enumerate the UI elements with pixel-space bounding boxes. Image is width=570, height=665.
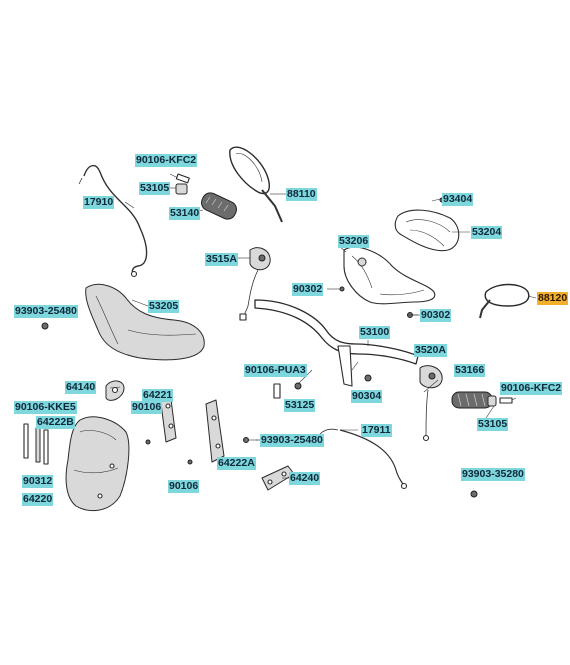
callout-90106-mid[interactable]: 90106 (131, 401, 163, 414)
part-53206-cover[interactable] (327, 244, 436, 318)
callout-88110[interactable]: 88110 (286, 188, 317, 201)
callout-64222a[interactable]: 64222A (217, 457, 256, 470)
callout-93903-25480-mid[interactable]: 93903-25480 (260, 434, 324, 447)
callout-93903-35280[interactable]: 93903-35280 (461, 468, 525, 481)
part-3520a-throttle[interactable] (419, 365, 443, 442)
callout-53140[interactable]: 53140 (169, 207, 201, 220)
callout-53166[interactable]: 53166 (454, 364, 486, 377)
callout-53206[interactable]: 53206 (338, 235, 370, 248)
part-53205-cover[interactable] (41, 283, 205, 361)
callout-53105-right[interactable]: 53105 (477, 418, 509, 431)
part-3515a-switch[interactable] (238, 247, 271, 321)
callout-64240[interactable]: 64240 (289, 472, 321, 485)
leader-lines (109, 193, 517, 479)
callout-90106-bottom[interactable]: 90106 (168, 480, 200, 493)
callout-53204[interactable]: 53204 (471, 226, 503, 239)
callout-64220[interactable]: 64220 (22, 493, 54, 506)
callout-93903-25480-left[interactable]: 93903-25480 (14, 305, 78, 318)
part-17910-cable[interactable] (78, 165, 148, 278)
callout-90312[interactable]: 90312 (22, 475, 54, 488)
callout-53125[interactable]: 53125 (284, 399, 316, 412)
callout-90106-pua3[interactable]: 90106-PUA3 (244, 364, 307, 377)
callout-90106-kfc2-right[interactable]: 90106-KFC2 (500, 382, 563, 395)
callout-53100[interactable]: 53100 (359, 326, 391, 339)
callout-17911[interactable]: 17911 (361, 424, 392, 437)
part-53166-grip[interactable] (451, 391, 513, 409)
part-53100-handlebar[interactable] (254, 299, 419, 387)
callout-64140[interactable]: 64140 (65, 381, 97, 394)
callout-90304[interactable]: 90304 (351, 390, 383, 403)
part-bolt-53125[interactable] (273, 382, 302, 399)
callout-17910[interactable]: 17910 (83, 196, 115, 209)
part-53204-cover[interactable] (394, 197, 470, 252)
callout-88120[interactable]: 88120 (537, 292, 569, 305)
part-side-bolts[interactable] (23, 423, 49, 465)
part-17911-cable[interactable] (319, 428, 408, 490)
part-screw-35280[interactable] (470, 490, 478, 498)
callout-93404[interactable]: 93404 (442, 193, 474, 206)
part-64140-bracket[interactable] (105, 380, 125, 401)
callout-64221[interactable]: 64221 (142, 389, 174, 402)
callout-90302-right[interactable]: 90302 (420, 309, 452, 322)
part-88120-mirror[interactable] (479, 283, 537, 319)
part-bolt-top[interactable] (168, 173, 190, 195)
part-53140-grip[interactable] (186, 190, 239, 222)
part-88110-mirror[interactable] (229, 146, 284, 223)
callout-90302-left[interactable]: 90302 (292, 283, 324, 296)
part-64222a-bracket[interactable] (187, 399, 225, 465)
callout-53105-top[interactable]: 53105 (139, 182, 171, 195)
callout-90106-kfc2-top[interactable]: 90106-KFC2 (135, 154, 198, 167)
part-screw-mid[interactable] (243, 437, 259, 443)
part-64220-windscreen[interactable] (65, 416, 130, 512)
callout-64222b[interactable]: 64222B (36, 416, 75, 429)
callout-3520a[interactable]: 3520A (414, 344, 447, 357)
callout-53205[interactable]: 53205 (148, 300, 180, 313)
callout-90106-kke5[interactable]: 90106-KKE5 (14, 401, 77, 414)
callout-3515a[interactable]: 3515A (205, 253, 238, 266)
